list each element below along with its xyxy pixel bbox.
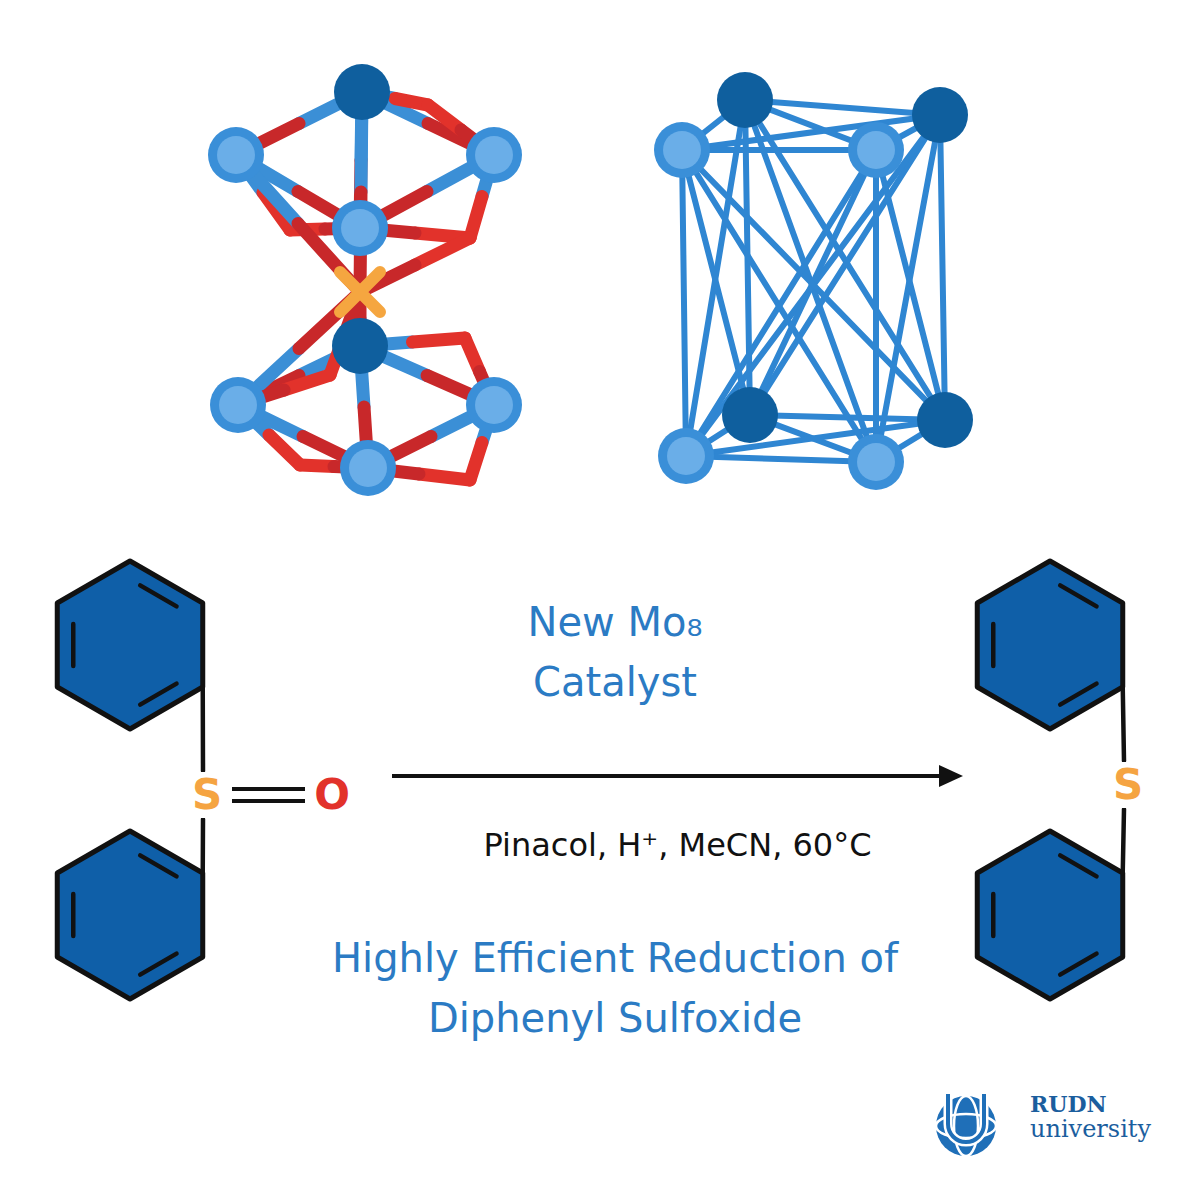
reaction-arrow [392, 765, 963, 787]
oxygen-atom: O [311, 772, 353, 818]
logo-word: university [1030, 1116, 1151, 1144]
cluster-atoms [208, 64, 973, 496]
sulfur-atom: S [1110, 762, 1146, 808]
sulfur-atom: S [189, 772, 225, 818]
rudn-logo-icon [936, 1094, 996, 1156]
reaction-title: Highly Efficient Reduction of Diphenyl S… [285, 928, 945, 1048]
product-molecule: S [965, 550, 1160, 1010]
mo8-cluster-bonds [236, 92, 494, 480]
reaction-conditions: Pinacol, H⁺, MeCN, 60°C [479, 826, 875, 864]
mo8-prism-bonds [682, 100, 945, 462]
catalyst-label: New Mo₈ Catalyst [455, 592, 775, 712]
logo-word: RUDN [1030, 1092, 1107, 1117]
